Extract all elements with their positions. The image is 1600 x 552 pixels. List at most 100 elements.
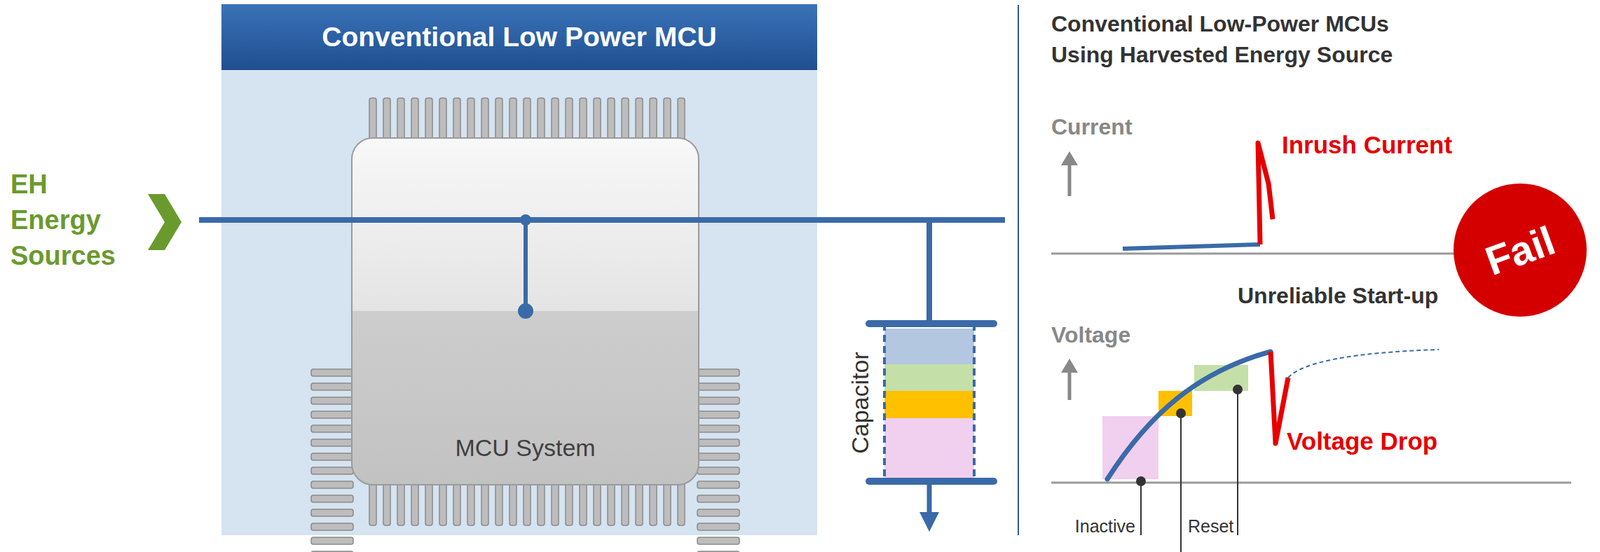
- charge-band: [884, 328, 975, 365]
- source-label: EH Energy Sources: [10, 166, 116, 275]
- chip-pin: [311, 397, 354, 405]
- chip-pin: [579, 98, 587, 141]
- chip-pin: [551, 483, 559, 526]
- chip-pin: [697, 537, 740, 545]
- chip-pin: [509, 483, 517, 526]
- input-chevron: [147, 194, 182, 251]
- divider: [1017, 4, 1020, 536]
- chip-label: MCU System: [311, 434, 740, 462]
- capacitor: Capacitor: [844, 322, 999, 483]
- leader-line: [1236, 389, 1239, 536]
- capacitor-side: [883, 323, 886, 481]
- power-bus: [925, 217, 1005, 223]
- chip-pin: [697, 453, 740, 461]
- chip-pin: [311, 439, 354, 447]
- chip-pin: [495, 98, 503, 141]
- leader-line: [1140, 481, 1142, 536]
- axis-label: Current: [1051, 114, 1133, 141]
- chart-title: Conventional Low-Power MCUs Using Harves…: [1051, 8, 1444, 71]
- chip-pin: [495, 483, 503, 526]
- axis: [1051, 482, 1572, 485]
- capacitor-side: [972, 323, 976, 481]
- chip-pin: [697, 411, 740, 419]
- state-label: Inactive: [1075, 516, 1136, 537]
- chip-pin: [565, 483, 573, 526]
- chip-pin: [467, 98, 475, 141]
- chip-pin: [607, 98, 615, 141]
- mcu-chip: MCU System: [311, 96, 740, 526]
- chip-pin: [697, 383, 740, 391]
- chip-pin: [311, 551, 354, 552]
- chip-pin: [697, 467, 740, 475]
- ground-arrow: [927, 481, 933, 523]
- chip-pin: [481, 98, 489, 141]
- chip-pin: [453, 483, 461, 526]
- chip-pin: [311, 453, 354, 461]
- voltage-trace: [1107, 351, 1271, 480]
- panel-ground: [221, 4, 818, 536]
- charge-band: [884, 391, 975, 419]
- power-bus: [199, 217, 741, 223]
- fail-badge: Fail: [1453, 183, 1587, 317]
- chip-pin: [649, 483, 657, 526]
- marker-dot: [1136, 476, 1146, 487]
- axis-arrow: [1068, 162, 1072, 197]
- junction-dot: [517, 303, 534, 319]
- chip-pin: [697, 439, 740, 447]
- chip-pin: [635, 483, 643, 526]
- charge-band: [884, 418, 975, 480]
- chip-pin: [311, 523, 354, 531]
- axis-arrow: [1061, 151, 1078, 166]
- chip-pin: [311, 495, 354, 503]
- inrush-label: Inrush Current: [1281, 131, 1453, 160]
- capacitor-label: Capacitor: [846, 351, 874, 455]
- chip-pin: [311, 537, 354, 545]
- chip-pin: [425, 98, 433, 141]
- chip-pin: [697, 397, 740, 405]
- chip-pin: [677, 483, 685, 526]
- chip-pin: [383, 483, 391, 526]
- chip-pin: [663, 483, 671, 526]
- mcu-panel: MCU SystemConventional Low Power MCU: [221, 4, 818, 536]
- chip-pin: [537, 483, 545, 526]
- marker-dot: [1232, 384, 1243, 395]
- chip-pin: [579, 483, 587, 526]
- chip-pin: [551, 98, 559, 141]
- expected-trace: [1288, 349, 1439, 378]
- axis-arrow: [1068, 370, 1072, 401]
- chip-pin: [697, 523, 740, 531]
- chip-pin: [411, 98, 419, 141]
- junction-dot: [520, 214, 532, 226]
- leader-line: [1180, 413, 1182, 552]
- chip-pin: [593, 483, 601, 526]
- chip-pin: [565, 98, 573, 141]
- chip-pin: [439, 98, 447, 141]
- chip-pin: [425, 483, 433, 526]
- voltage-drop: [1270, 351, 1289, 444]
- chip-pin: [397, 483, 405, 526]
- current-trace: [1122, 244, 1261, 249]
- chip-pin: [311, 425, 354, 433]
- charge-band: [884, 364, 975, 392]
- chip-pin: [523, 483, 531, 526]
- chip-pin: [663, 98, 671, 141]
- drop-label: Voltage Drop: [1286, 427, 1438, 456]
- chip-pin: [635, 98, 643, 141]
- chip-pin: [509, 98, 517, 141]
- chip-pin: [537, 98, 545, 141]
- chip-pin: [311, 383, 354, 391]
- state-label: Reset: [1187, 516, 1234, 537]
- chip-pin: [369, 483, 377, 526]
- chip-pin: [607, 483, 615, 526]
- chip-pin: [383, 98, 391, 141]
- marker-dot: [1175, 408, 1186, 419]
- chip-pin: [311, 369, 354, 377]
- chip-pin: [369, 98, 377, 141]
- status-label: Unreliable Start-up: [1237, 283, 1439, 310]
- chip-pin: [593, 98, 601, 141]
- chip-pin: [523, 98, 531, 141]
- chip-pin: [311, 467, 354, 475]
